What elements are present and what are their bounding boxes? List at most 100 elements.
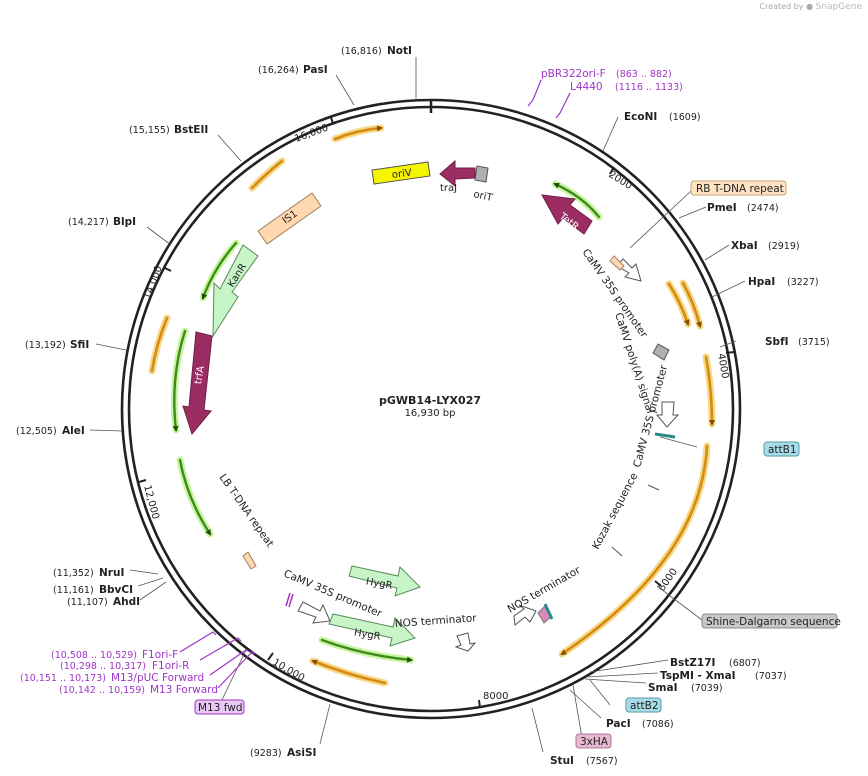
site-position: (2919) <box>768 241 800 252</box>
primer-name: F1ori-R <box>152 660 189 672</box>
site-position: (7039) <box>691 683 723 694</box>
primer-name: M13/pUC Forward <box>111 672 204 684</box>
primer-range: (1116 .. 1133) <box>615 82 683 93</box>
plasmid-length: 16,930 bp <box>404 408 456 419</box>
primer-name: L4440 <box>570 81 603 93</box>
orange-arrow <box>681 281 702 328</box>
site-position: (7037) <box>755 671 787 682</box>
site-position: (7086) <box>642 719 674 730</box>
site-position: (11,107) <box>67 597 108 608</box>
green-arrow <box>553 182 601 219</box>
plasmid-name: pGWB14-LYX027 <box>379 394 481 407</box>
primer-range: (10,142 .. 10,159) <box>59 685 145 696</box>
green-arrow <box>172 329 187 432</box>
site-name: StuI <box>550 755 574 767</box>
credit: Created by ● SnapGene <box>759 2 863 12</box>
tick-label: 10,000 <box>271 657 307 684</box>
site-position: (13,192) <box>25 340 66 351</box>
site-name: BlpI <box>113 216 136 228</box>
svg-text:HygR: HygR <box>365 576 393 591</box>
orange-arrow <box>150 316 169 373</box>
shine-dalgarno-label: Shine-Dalgarno sequence <box>706 616 841 628</box>
m13-fwd-label: M13 fwd <box>198 702 243 714</box>
feature-camv-promoter-arrows <box>297 258 680 652</box>
primer-range: (10,151 .. 10,173) <box>20 673 106 684</box>
site-position: (2474) <box>747 203 779 214</box>
boxed-labels: RB T-DNA repeat attB1 Shine-Dalgarno seq… <box>194 180 841 749</box>
tick-label: 14,000 <box>142 264 164 301</box>
site-position: (6807) <box>729 658 761 669</box>
site-position: (11,161) <box>53 585 94 596</box>
site-name: EcoNI <box>624 111 657 123</box>
site-leaders <box>89 57 746 753</box>
site-position: (7567) <box>586 756 618 767</box>
svg-text:trfA: trfA <box>193 365 207 385</box>
site-name: SfiI <box>70 339 89 351</box>
kozak-label: Kozak sequence <box>590 471 640 551</box>
feature-oriv: oriV <box>371 161 431 185</box>
orange-arrow <box>311 659 387 685</box>
feature-traj: traJ <box>439 159 476 194</box>
svg-text:oriV: oriV <box>391 168 412 181</box>
primer-range: (863 .. 882) <box>616 69 672 80</box>
nos-terminator-label: NOS terminator <box>394 612 477 630</box>
primer-name: pBR322ori-F <box>541 68 606 80</box>
site-name: SbfI <box>765 336 789 348</box>
site-name: TspMI - XmaI <box>660 670 736 682</box>
site-name: AleI <box>62 425 85 437</box>
site-name: BbvCI <box>99 584 133 596</box>
feature-is1: IS1 <box>257 192 322 245</box>
site-name: AsiSI <box>287 747 316 759</box>
site-labels: (16,816) NotI (16,264) PasI (15,155) Bst… <box>16 45 830 767</box>
primer-range: (10,298 .. 10,317) <box>60 661 146 672</box>
site-name: SmaI <box>648 682 678 694</box>
svg-text:HygR: HygR <box>353 627 381 642</box>
attb2-label: attB2 <box>630 700 659 712</box>
tick-label: 16,000 <box>293 123 330 145</box>
site-position: (14,217) <box>68 217 109 228</box>
feature-hygr-2: HygR <box>328 613 416 647</box>
feature-hygr-1: HygR <box>348 565 421 597</box>
orange-arrow <box>560 444 709 656</box>
feature-labels: CaMV 35S promoter CaMV poly(A) signal Ca… <box>217 247 671 630</box>
green-arrow <box>320 638 413 663</box>
green-arrow <box>178 458 212 536</box>
tick-label: 4000 <box>715 353 730 380</box>
orange-arrow <box>667 282 690 326</box>
green-arrows <box>170 180 603 664</box>
site-name: BstEII <box>174 124 208 136</box>
feature-trfa: trfA <box>182 331 213 436</box>
feature-misc <box>242 255 676 624</box>
primer-name: F1ori-F <box>142 649 178 661</box>
site-position: (3715) <box>798 337 830 348</box>
site-position: (15,155) <box>129 125 170 136</box>
site-name: PasI <box>303 64 328 76</box>
green-arrow <box>201 241 238 300</box>
primer-markers <box>179 79 571 689</box>
site-name: BstZ17I <box>670 657 715 669</box>
rb-tdna-label: RB T-DNA repeat <box>696 183 784 195</box>
orange-arrow <box>704 355 715 426</box>
feature-orit: oriT <box>472 165 494 204</box>
attb1-label: attB1 <box>768 444 797 456</box>
site-name: PacI <box>606 718 631 730</box>
site-name: HpaI <box>748 276 775 288</box>
site-name: XbaI <box>731 240 758 252</box>
snapgene-logo-icon: ● <box>806 2 814 11</box>
site-position: (1609) <box>669 112 701 123</box>
site-name: NruI <box>99 567 124 579</box>
tick-label: 8000 <box>483 691 508 702</box>
primer-name: M13 Forward <box>150 684 218 696</box>
site-name: PmeI <box>707 202 737 214</box>
primer-labels: pBR322ori-F (863 .. 882) L4440 (1116 .. … <box>20 68 683 696</box>
svg-text:oriT: oriT <box>472 189 494 204</box>
svg-text:traJ: traJ <box>440 183 457 194</box>
site-position: (16,816) <box>341 46 382 57</box>
site-name: NotI <box>387 45 412 57</box>
orange-arrow <box>333 125 383 141</box>
orange-arrow <box>250 159 284 190</box>
outer-orange-arrows <box>148 124 716 687</box>
site-position: (11,352) <box>53 568 94 579</box>
site-position: (12,505) <box>16 426 57 437</box>
